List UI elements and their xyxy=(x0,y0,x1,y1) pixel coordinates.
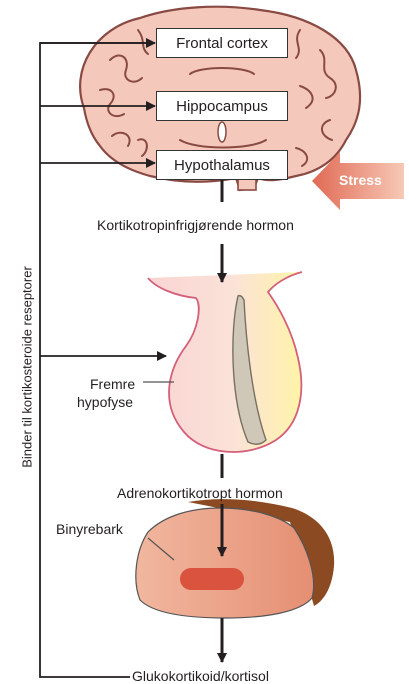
hippocampus-label: Hippocampus xyxy=(176,98,268,115)
feedback-label: Binder til kortikosteroide reseptorer xyxy=(20,266,35,468)
stress-label: Stress xyxy=(339,172,382,188)
adrenal-illustration xyxy=(136,499,334,618)
pituitary-label-line1: Fremre xyxy=(90,376,135,392)
cortisol-label: Glukokortikoid/kortisol xyxy=(132,668,269,684)
crh-label: Kortikotropinfrigjørende hormon xyxy=(97,217,294,233)
acth-label: Adrenokortikotropt hormon xyxy=(117,485,283,501)
ventricle xyxy=(218,122,226,142)
frontal-cortex-label: Frontal cortex xyxy=(176,35,268,52)
adrenal-cortex-label: Binyrebark xyxy=(56,521,123,537)
pituitary-illustration xyxy=(143,272,302,452)
hypothalamus-label: Hypothalamus xyxy=(174,157,270,174)
hippocampus-box: Hippocampus xyxy=(156,91,288,121)
frontal-cortex-box: Frontal cortex xyxy=(156,28,288,58)
hypothalamus-box: Hypothalamus xyxy=(156,150,288,180)
pituitary-label-line2: hypofyse xyxy=(77,394,133,410)
